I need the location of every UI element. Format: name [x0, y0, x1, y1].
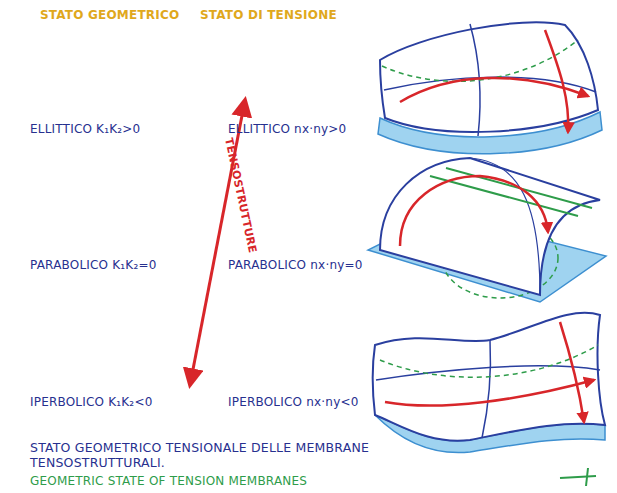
parabolic-surface: [368, 158, 606, 302]
tension-state: IPERBOLICO nx·ny<0: [228, 395, 359, 410]
column-heading: STATO DI TENSIONE: [200, 8, 337, 23]
english-caption: GEOMETRIC STATE OF TENSION MEMBRANES: [30, 474, 307, 489]
geometry-state: ELLITTICO K₁K₂>0: [30, 122, 140, 137]
geometry-state: PARABOLICO K₁K₂=0: [30, 258, 157, 273]
elliptic-surface: [378, 22, 602, 153]
tension-state: PARABOLICO nx·ny=0: [228, 258, 363, 273]
column-heading: STATO GEOMETRICO: [40, 8, 179, 23]
geometry-state: IPERBOLICO K₁K₂<0: [30, 395, 152, 410]
hyperbolic-surface: [373, 313, 605, 453]
tension-state: ELLITTICO nx·ny>0: [228, 122, 346, 137]
caption: STATO GEOMETRICO TENSIONALE DELLE MEMBRA…: [30, 440, 460, 470]
signature-mark: [560, 468, 596, 486]
